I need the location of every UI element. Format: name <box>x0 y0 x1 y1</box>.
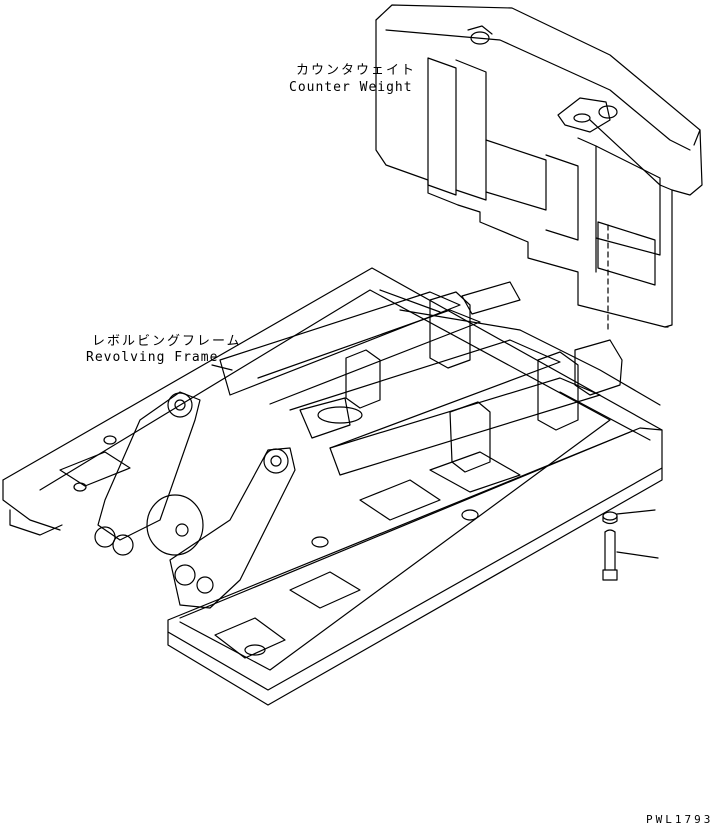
washer-leader <box>617 510 655 514</box>
frame-leader <box>212 365 232 370</box>
bolt-leader <box>617 552 658 558</box>
frame-label-jp: レボルビングフレーム <box>92 334 242 349</box>
washer <box>603 512 617 524</box>
counter-weight <box>376 5 702 330</box>
revolving-frame <box>3 268 662 705</box>
counterweight-label-jp: カウンタウェイト <box>296 63 417 78</box>
frame-label-en: Revolving Frame <box>86 350 219 365</box>
bolt <box>603 530 617 580</box>
counterweight-label-en: Counter Weight <box>289 80 413 95</box>
drawing-code: PWL1793 <box>646 813 713 826</box>
